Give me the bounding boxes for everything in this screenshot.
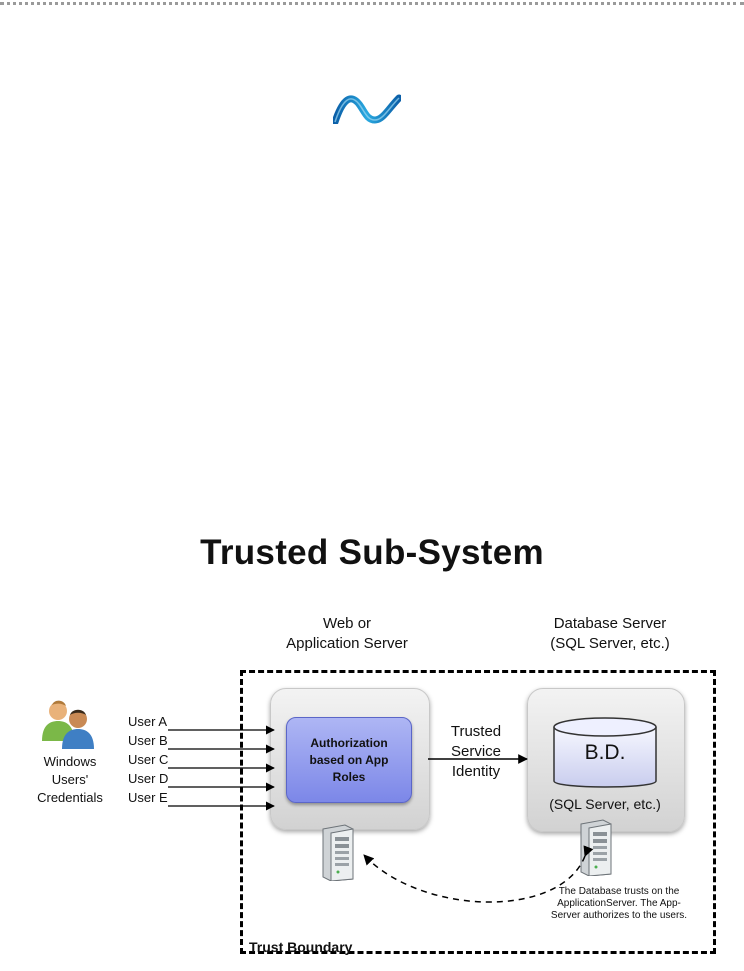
user-label: User A	[128, 714, 168, 729]
web-server-label: Web or Application Server	[286, 615, 408, 652]
user-label: User D	[128, 771, 169, 786]
database-cylinder-icon	[553, 717, 657, 788]
user-label: User C	[128, 752, 169, 767]
db-label: B.D.	[584, 741, 626, 764]
users-icon	[42, 700, 94, 749]
trust-dashed-arrow	[363, 845, 594, 903]
db-sub-label: (SQL Server, etc.)	[549, 796, 661, 812]
trust-boundary	[240, 670, 716, 954]
diagram-title: Trusted Sub-System	[200, 533, 544, 572]
server-tower-icon	[322, 824, 354, 881]
dotnet-logo-icon	[333, 94, 401, 124]
user-label: User B	[128, 733, 168, 748]
trust-note: The Database trusts on the ApplicationSe…	[550, 886, 688, 921]
authorization-text: Authorization based on App Roles	[309, 735, 389, 784]
authorization-box: Authorization based on App Roles	[286, 717, 412, 803]
top-dotted-rule	[0, 2, 744, 5]
users-caption: Windows Users' Credentials	[37, 754, 103, 805]
trusted-identity-label: Trusted Service Identity	[450, 723, 502, 780]
db-server-label: Database Server (SQL Server, etc.)	[550, 615, 670, 652]
user-label: User E	[128, 790, 168, 805]
trust-boundary-label: Trust Boundary	[249, 939, 353, 955]
